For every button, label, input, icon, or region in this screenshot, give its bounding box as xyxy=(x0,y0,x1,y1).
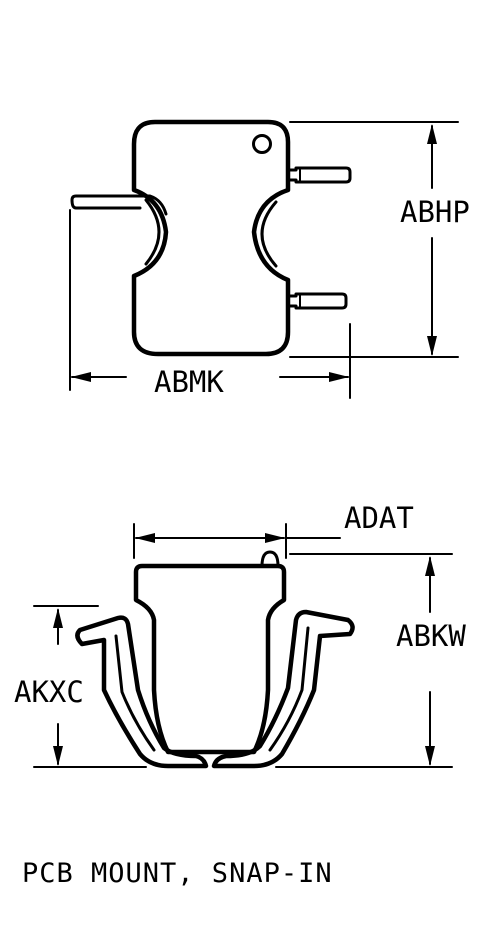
label-akxc: AKXC xyxy=(14,675,84,709)
label-abmk: ABMK xyxy=(154,365,224,399)
bottom-view xyxy=(33,523,453,769)
bottom-view-right-clip xyxy=(211,609,355,769)
top-view-right-relief xyxy=(260,200,278,268)
top-view-left-relief xyxy=(144,198,161,266)
adat-arrow-right xyxy=(265,533,285,543)
akxc-arrow-up xyxy=(53,608,63,628)
top-view-body-outline xyxy=(131,119,291,357)
top-view-right-pin-lower xyxy=(286,292,348,310)
abhp-arrow-down xyxy=(427,336,437,356)
top-view-hole xyxy=(252,134,272,154)
akxc-arrow-down xyxy=(53,746,63,766)
bottom-view-right-clip-inner xyxy=(268,626,310,752)
bottom-view-nub xyxy=(260,550,280,568)
abmk-arrow-left xyxy=(71,372,91,382)
label-abhp: ABHP xyxy=(400,195,470,229)
bottom-view-left-clip xyxy=(75,615,209,769)
label-abkw: ABKW xyxy=(396,619,466,653)
top-view-left-pin xyxy=(70,194,168,216)
label-adat: ADAT xyxy=(344,501,414,535)
top-view xyxy=(69,119,459,399)
abkw-arrow-up xyxy=(425,556,435,576)
top-view-right-pin-upper xyxy=(286,166,352,184)
bottom-view-left-clip-inner xyxy=(114,634,156,752)
abkw-arrow-down xyxy=(425,746,435,766)
abmk-arrow-right xyxy=(329,372,349,382)
drawing-caption: PCB MOUNT, SNAP-IN xyxy=(22,858,333,889)
bottom-view-body xyxy=(133,563,287,755)
adat-arrow-left xyxy=(135,533,155,543)
abhp-arrow-up xyxy=(427,124,437,144)
